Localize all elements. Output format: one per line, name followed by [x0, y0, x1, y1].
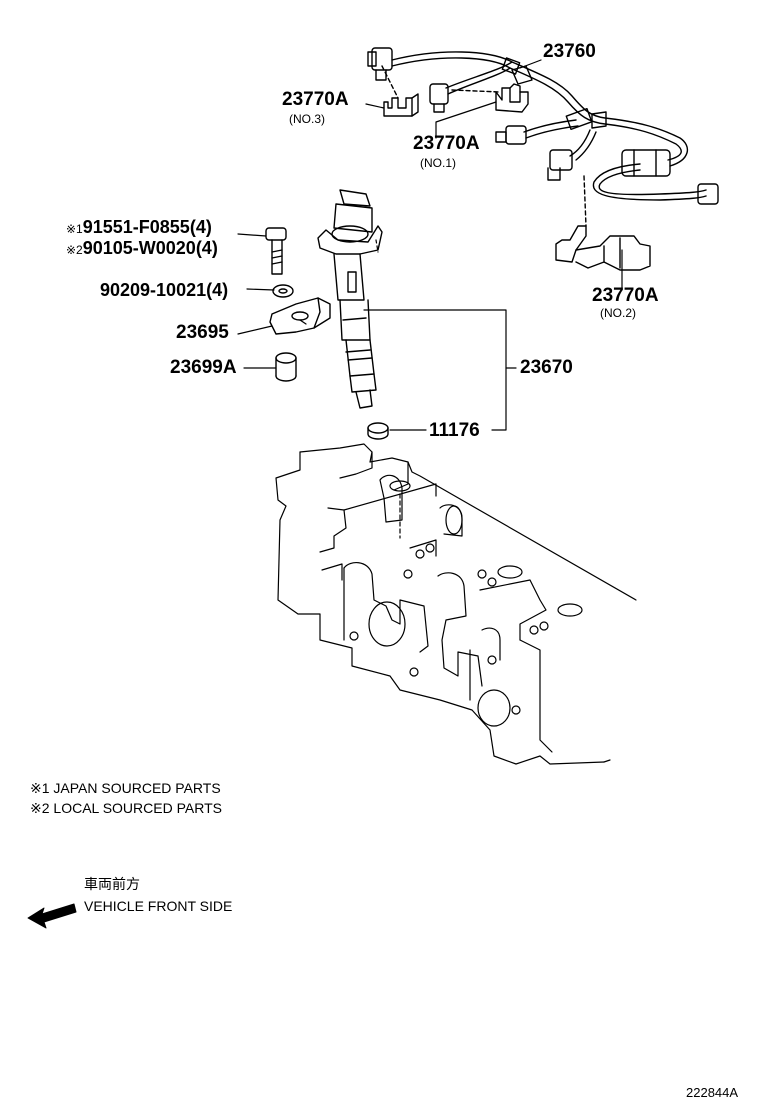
bolt-japan-number: 91551-F0855(4)	[82, 217, 212, 237]
note-japan-mark: ※1	[30, 780, 50, 796]
gasket-drawing	[367, 422, 389, 440]
collar-drawing	[275, 352, 297, 382]
note-japan-sourced: ※1 JAPAN SOURCED PARTS	[30, 781, 221, 795]
clamp-23770a-no2-drawing	[555, 175, 651, 271]
wire-harness-drawing	[367, 47, 719, 205]
label-injector-clamp: 23695	[176, 322, 229, 343]
label-23770a-no1-sub: (NO.1)	[420, 156, 456, 170]
note-local-sourced: ※2 LOCAL SOURCED PARTS	[30, 801, 222, 815]
note-mark-2: ※2	[66, 243, 83, 257]
label-23770a-no3: 23770A	[282, 89, 349, 110]
clamp-23770a-no3-drawing	[381, 65, 419, 117]
label-collar: 23699A	[170, 357, 237, 378]
leader-lines	[237, 59, 623, 431]
bolt-drawing	[265, 227, 287, 275]
note-japan-text: JAPAN SOURCED PARTS	[53, 780, 221, 796]
injector-clamp-drawing	[269, 297, 331, 335]
injector-drawing	[317, 189, 383, 409]
washer-drawing	[272, 284, 294, 298]
clamp-23770a-no1-drawing	[451, 83, 529, 113]
cylinder-head-drawing	[275, 443, 637, 765]
label-washer: 90209-10021(4)	[100, 280, 229, 300]
label-23770a-no1: 23770A	[413, 133, 480, 154]
label-bolt-local: ※290105-W0020(4)	[66, 239, 218, 257]
bolt-local-number: 90105-W0020(4)	[82, 238, 218, 258]
vehicle-front-en-label: VEHICLE FRONT SIDE	[84, 898, 233, 914]
vehicle-front-jp-label: 車両前方	[84, 877, 140, 893]
label-gasket: 11176	[429, 420, 480, 441]
note-mark-1: ※1	[66, 222, 83, 236]
arrow-left-icon	[27, 903, 77, 929]
diagram-reference-number: 222844A	[686, 1085, 739, 1100]
label-23760: 23760	[543, 41, 596, 62]
note-local-text: LOCAL SOURCED PARTS	[53, 800, 222, 816]
label-23770a-no3-sub: (NO.3)	[289, 112, 325, 126]
note-local-mark: ※2	[30, 800, 50, 816]
label-23770a-no2-sub: (NO.2)	[600, 306, 636, 320]
label-bolt-japan: ※191551-F0855(4)	[66, 218, 212, 236]
label-injector: 23670	[520, 357, 573, 378]
label-23770a-no2: 23770A	[592, 285, 659, 306]
